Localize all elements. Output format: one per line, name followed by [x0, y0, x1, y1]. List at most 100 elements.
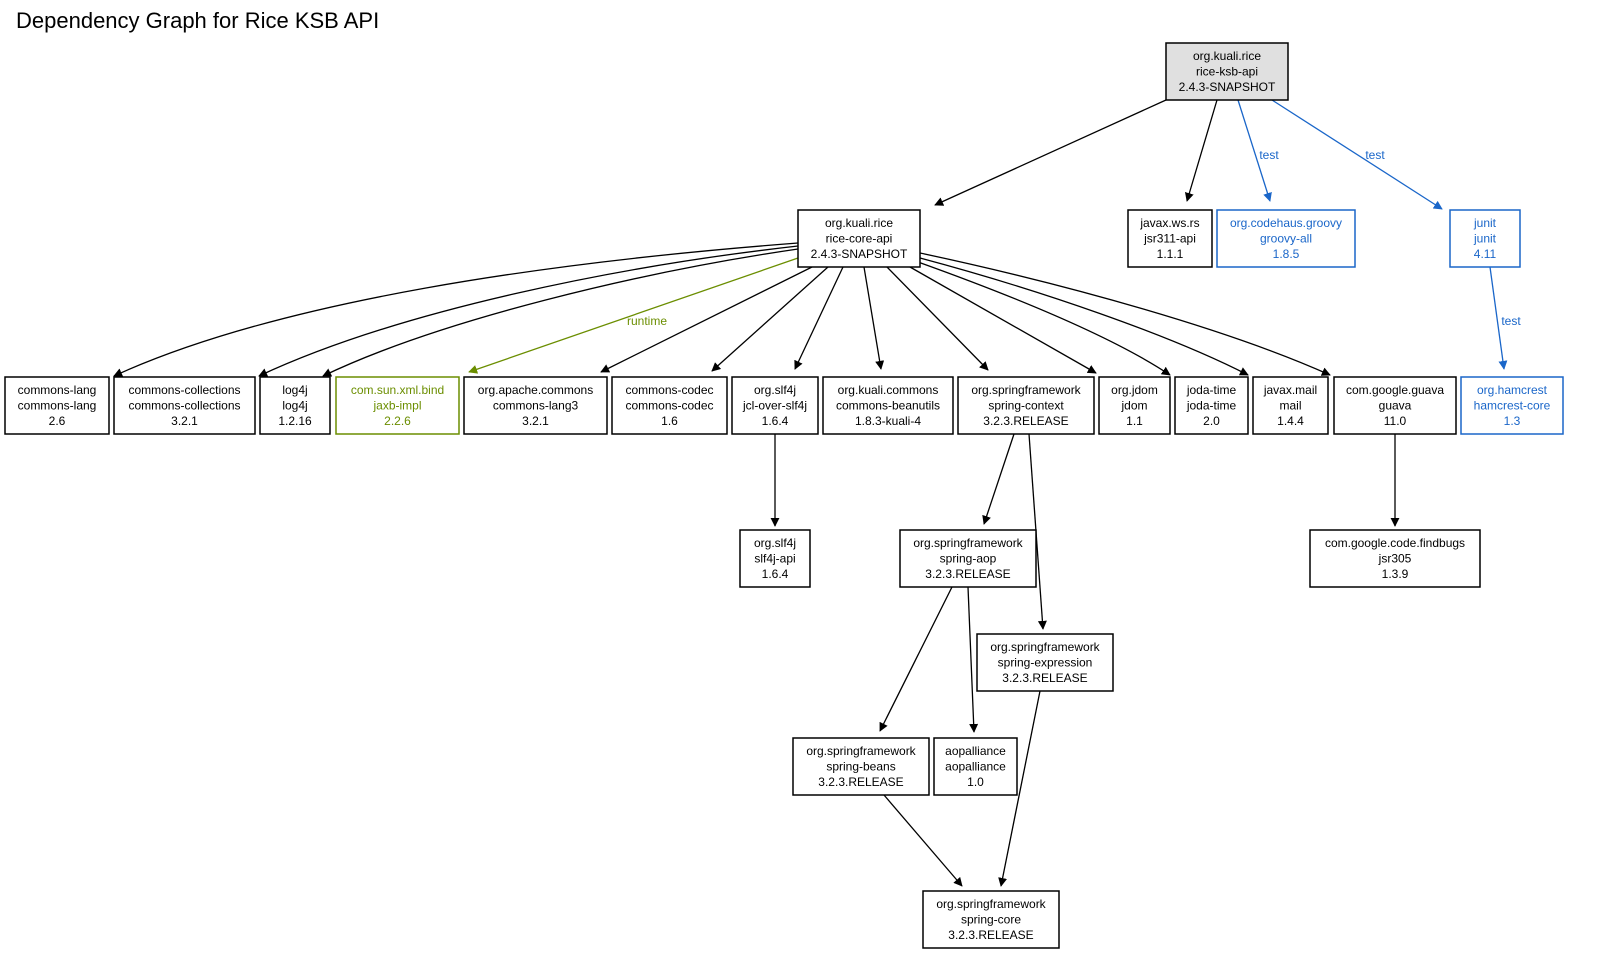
node-group-id: junit [1473, 216, 1497, 230]
node-version: 1.3 [1504, 414, 1521, 428]
node-box-jsr305 [1309, 529, 1481, 588]
node-version: 1.6.4 [762, 414, 789, 428]
node-version: 11.0 [1384, 414, 1407, 428]
node-box-spring-beans [792, 737, 930, 796]
edge-label-rice-core-api-to-jaxb-impl: runtime [627, 314, 667, 328]
node-version: 2.0 [1203, 414, 1220, 428]
node-group-id: org.springframework [913, 536, 1023, 550]
edge-spring-aop-to-aopalliance [967, 586, 979, 733]
edge-spring-beans-to-spring-core [883, 794, 963, 887]
edge-rice-core-api-to-spring-context [886, 266, 989, 371]
node-artifact-id: joda-time [1186, 399, 1237, 413]
node-artifact-id: rice-ksb-api [1196, 65, 1258, 79]
node-group-id: commons-codec [625, 383, 713, 397]
edge-rice-core-api-to-commons-lang3 [600, 266, 813, 373]
node-box-junit [1449, 209, 1521, 268]
edge-layer [113, 99, 1508, 887]
node-box-rice-core-api [797, 209, 921, 268]
node-group-id: org.hamcrest [1477, 383, 1548, 397]
node-box-mail [1252, 376, 1329, 435]
edge-spring-aop-to-spring-beans [879, 586, 953, 732]
edge-rice-core-api-to-commons-lang [113, 242, 799, 377]
node-artifact-id: spring-beans [826, 760, 895, 774]
node-artifact-id: commons-collections [128, 399, 240, 413]
node-group-id: org.jdom [1111, 383, 1158, 397]
node-layer: org.kuali.rice rice-ksb-api2.4.3-SNAPSHOT… [4, 42, 1564, 949]
edge-junit-to-hamcrest-core [1489, 266, 1508, 370]
node-box-commons-codec [611, 376, 728, 435]
node-group-id: javax.mail [1263, 383, 1317, 397]
node-group-id: com.sun.xml.bind [351, 383, 444, 397]
edge-rice-ksb-api-to-junit [1271, 99, 1443, 210]
node-artifact-id: commons-beanutils [836, 399, 940, 413]
node-artifact-id: junit [1473, 232, 1497, 246]
node-box-guava [1333, 376, 1457, 435]
node-box-groovy-all [1216, 209, 1356, 268]
node-artifact-id: spring-context [988, 399, 1064, 413]
node-spring-core: org.springframework spring-core3.2.3.RELE… [922, 890, 1060, 949]
node-box-log4j [259, 376, 331, 435]
node-spring-beans: org.springframeworkspring-beans3.2.3.REL… [792, 737, 930, 796]
node-box-commons-lang3 [463, 376, 608, 435]
node-group-id: org.kuali.rice [825, 216, 893, 230]
node-version: 3.2.3.RELEASE [948, 928, 1033, 942]
node-version: 2.2.6 [384, 414, 411, 428]
node-box-spring-context [957, 376, 1095, 435]
edge-rice-core-api-to-jaxb-impl [468, 257, 799, 374]
node-artifact-id: jsr311-api [1143, 232, 1196, 246]
node-artifact-id: mail [1279, 399, 1301, 413]
node-version: 3.2.1 [171, 414, 198, 428]
node-version: 2.4.3-SNAPSHOT [1179, 80, 1276, 94]
edge-rice-core-api-to-jcl-over-slf4j [794, 266, 844, 370]
node-version: 1.6.4 [762, 567, 789, 581]
node-box-rice-ksb-api [1165, 42, 1289, 101]
node-group-id: org.apache.commons [478, 383, 593, 397]
node-group-id: org.springframework [936, 897, 1046, 911]
node-box-slf4j-api [739, 529, 811, 588]
node-group-id: log4j [282, 383, 307, 397]
node-box-aopalliance [933, 737, 1018, 796]
edge-label-junit-to-hamcrest-core: test [1501, 314, 1521, 328]
node-group-id: joda-time [1186, 383, 1237, 397]
node-artifact-id: rice-core-api [826, 232, 893, 246]
node-group-id: org.slf4j [754, 536, 796, 550]
node-version: 3.2.1 [522, 414, 549, 428]
node-artifact-id: spring-core [961, 913, 1021, 927]
node-box-joda-time [1174, 376, 1249, 435]
node-group-id: org.springframework [990, 640, 1100, 654]
edge-rice-ksb-api-to-jsr311-api [1184, 99, 1218, 202]
node-box-jdom [1098, 376, 1171, 435]
edge-rice-core-api-to-mail [919, 257, 1249, 376]
node-artifact-id: jaxb-impl [372, 399, 421, 413]
node-version: 1.8.3-kuali-4 [855, 414, 921, 428]
edge-rice-core-api-to-jdom [909, 266, 1097, 374]
node-version: 1.1 [1126, 414, 1143, 428]
node-group-id: org.kuali.commons [838, 383, 939, 397]
node-spring-context: org.springframeworkspring-context3.2.3.R… [957, 376, 1095, 435]
node-group-id: com.google.guava [1346, 383, 1444, 397]
node-group-id: org.springframework [971, 383, 1081, 397]
node-group-id: aopalliance [945, 744, 1006, 758]
node-group-id: com.google.code.findbugs [1325, 536, 1465, 550]
node-group-id: commons-collections [128, 383, 240, 397]
node-artifact-id: commons-lang3 [493, 399, 579, 413]
node-artifact-id: groovy-all [1260, 232, 1312, 246]
node-version: 1.3.9 [1382, 567, 1409, 581]
node-artifact-id: jdom [1120, 399, 1147, 413]
node-artifact-id: commons-codec [625, 399, 713, 413]
node-box-jsr311-api [1127, 209, 1213, 268]
edge-label-rice-ksb-api-to-junit: test [1365, 148, 1385, 162]
edge-rice-core-api-to-log4j [322, 248, 799, 377]
node-artifact-id: jcl-over-slf4j [742, 399, 807, 413]
node-box-jaxb-impl [335, 376, 460, 435]
